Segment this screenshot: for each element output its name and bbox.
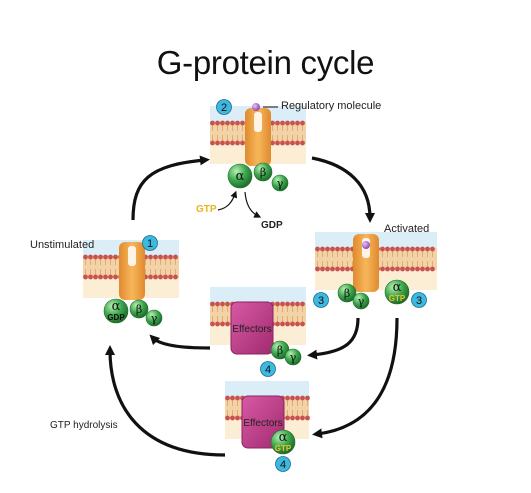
alpha-subunit-gtp-symbol: α — [279, 430, 288, 445]
alpha-subunit-gdp-symbol: α — [112, 299, 121, 314]
beta-subunit: β — [253, 162, 273, 182]
effectors-label: Effectors — [243, 418, 282, 429]
beta-subunit: β — [129, 299, 149, 319]
gdp-out-label: GDP — [261, 220, 283, 231]
gamma-subunit-symbol: γ — [151, 312, 158, 325]
gamma-subunit-symbol: γ — [358, 295, 365, 308]
svg-text:2: 2 — [221, 102, 227, 114]
cycle-arrow-icon — [105, 345, 226, 457]
svg-text:3: 3 — [416, 295, 422, 307]
beta-subunit-symbol: β — [277, 344, 283, 357]
regulatory-molecule-label: Regulatory molecule — [281, 100, 382, 112]
beta-subunit: β — [337, 283, 357, 303]
gtp-in-arrow-icon — [217, 190, 238, 211]
regulatory-molecule-icon — [362, 241, 370, 249]
step-badge-1: 1 — [142, 235, 158, 251]
alpha-subunit: α — [227, 163, 253, 189]
gtp-in-label: GTP — [196, 204, 217, 215]
cycle-arrow-icon — [311, 156, 375, 223]
gamma-subunit-symbol: γ — [277, 177, 284, 190]
cycle-arrow-icon — [131, 155, 210, 221]
svg-text:4: 4 — [280, 459, 286, 471]
step-badge-3: 3 — [411, 292, 427, 308]
gdp-out-arrow-icon — [244, 191, 262, 218]
gamma-subunit: γ — [271, 174, 289, 192]
step-badge-2: 2 — [216, 99, 232, 115]
gamma-subunit-symbol: γ — [290, 351, 297, 364]
gamma-subunit: γ — [352, 292, 370, 310]
effector-state-4a: Effectors — [230, 301, 274, 355]
gamma-subunit: γ — [145, 309, 163, 327]
beta-subunit: β — [270, 340, 290, 360]
step-badge-4: 4 — [275, 456, 291, 472]
cycle-arrow-icon — [307, 317, 360, 360]
step-badge-3: 3 — [313, 292, 329, 308]
effectors-label: Effectors — [232, 324, 271, 335]
beta-subunit-symbol: β — [344, 287, 350, 300]
alpha-subunit-gtp-symbol: α — [393, 280, 402, 295]
page-title: G-protein cycle — [156, 44, 375, 81]
beta-subunit-symbol: β — [260, 166, 266, 179]
cycle-arrows — [105, 106, 399, 457]
alpha-subunit-gtp-nucleotide: GTP — [389, 294, 406, 303]
receptor-state-1 — [119, 242, 145, 300]
svg-text:4: 4 — [265, 364, 271, 376]
cycle-arrow-icon — [312, 317, 399, 439]
regulatory-molecule-icon — [252, 103, 260, 111]
step-badge-4: 4 — [260, 361, 276, 377]
unstimulated-label: Unstimulated — [30, 239, 95, 251]
receptor-state-2 — [245, 108, 271, 166]
alpha-subunit-gtp-nucleotide: GTP — [275, 444, 292, 453]
cycle-arrow-icon — [149, 334, 211, 350]
svg-text:1: 1 — [147, 238, 153, 250]
activated-label: Activated — [384, 223, 430, 235]
alpha-subunit-gdp-nucleotide: GDP — [107, 313, 125, 322]
gtp-hydrolysis-label: GTP hydrolysis — [50, 420, 118, 431]
alpha-subunit-symbol: α — [236, 169, 245, 184]
beta-subunit-symbol: β — [136, 303, 142, 316]
gamma-subunit: γ — [284, 348, 302, 366]
svg-text:3: 3 — [318, 295, 324, 307]
